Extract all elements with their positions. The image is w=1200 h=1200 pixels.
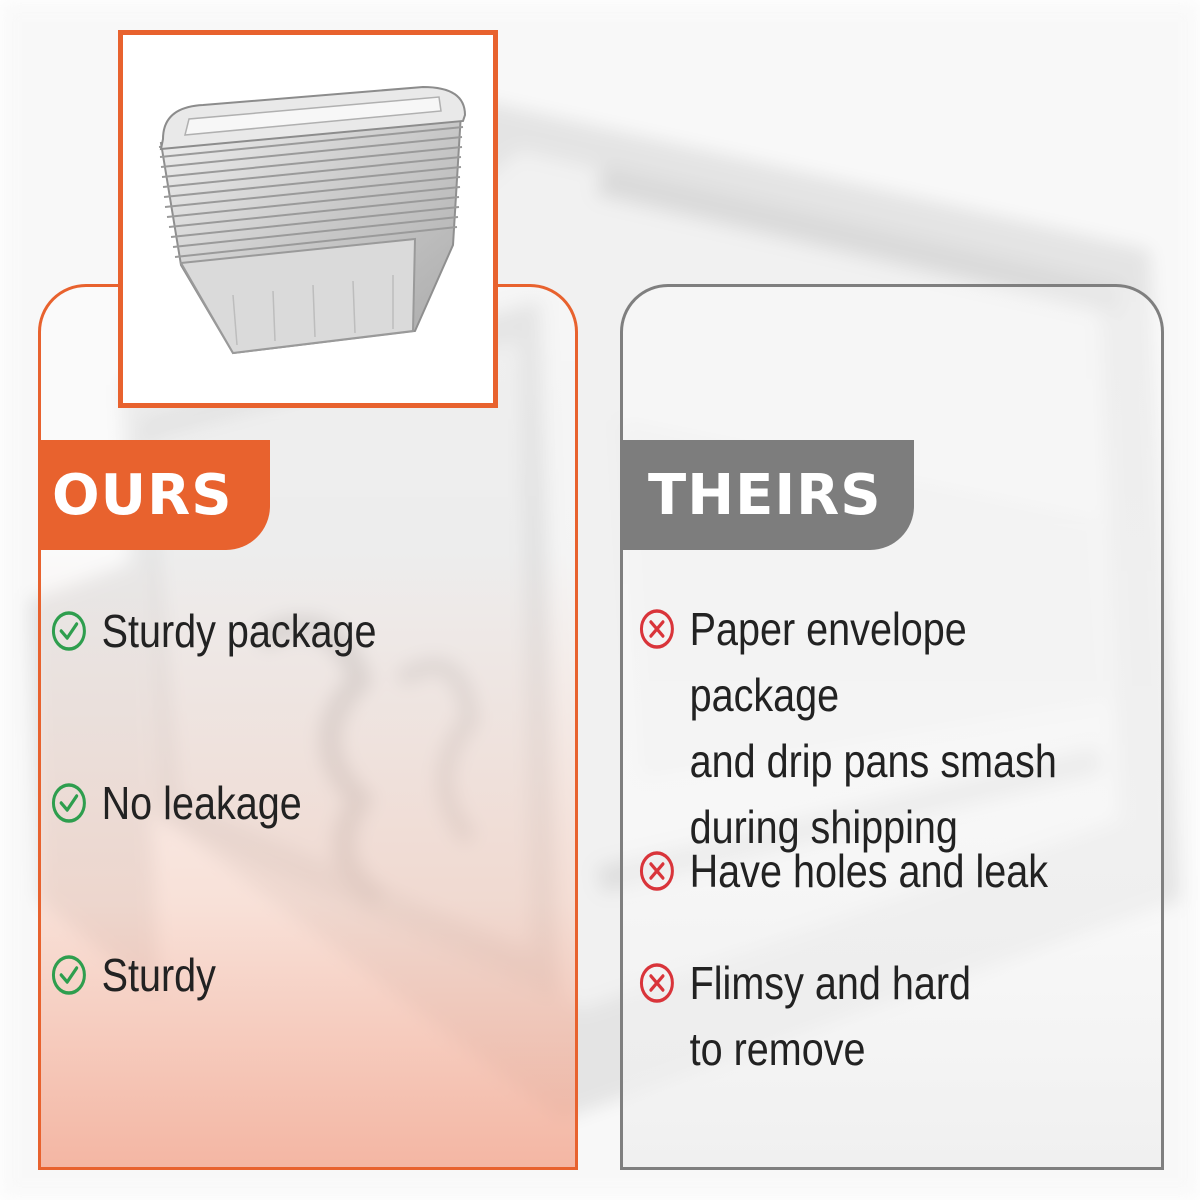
theirs-item-label: Flimsy and hard to remove	[689, 957, 972, 1075]
theirs-item: Paper envelope package and drip pans sma…	[638, 596, 1121, 860]
theirs-panel	[620, 284, 1164, 1170]
ours-item-label: No leakage	[101, 777, 302, 829]
foil-loaf-pan-stack-icon	[158, 85, 467, 355]
ours-item: No leakage	[50, 770, 302, 836]
ours-item-label: Sturdy	[101, 949, 216, 1001]
ours-item: Sturdy	[50, 942, 216, 1008]
theirs-item: Have holes and leak	[638, 838, 1048, 904]
ours-item-label: Sturdy package	[101, 605, 377, 657]
x-circle-icon	[639, 963, 674, 1003]
product-thumbnail	[118, 30, 498, 408]
theirs-item: Flimsy and hard to remove	[638, 950, 971, 1082]
ours-item: Sturdy package	[50, 598, 377, 664]
check-circle-icon	[51, 611, 86, 651]
check-circle-icon	[51, 783, 86, 823]
theirs-item-label: Paper envelope package and drip pans sma…	[689, 603, 1057, 853]
ours-heading: OURS	[38, 440, 270, 550]
x-circle-icon	[639, 609, 674, 649]
check-circle-icon	[51, 955, 86, 995]
theirs-item-label: Have holes and leak	[689, 845, 1049, 897]
x-circle-icon	[639, 851, 674, 891]
ours-panel	[38, 284, 578, 1170]
theirs-heading: THEIRS	[620, 440, 914, 550]
